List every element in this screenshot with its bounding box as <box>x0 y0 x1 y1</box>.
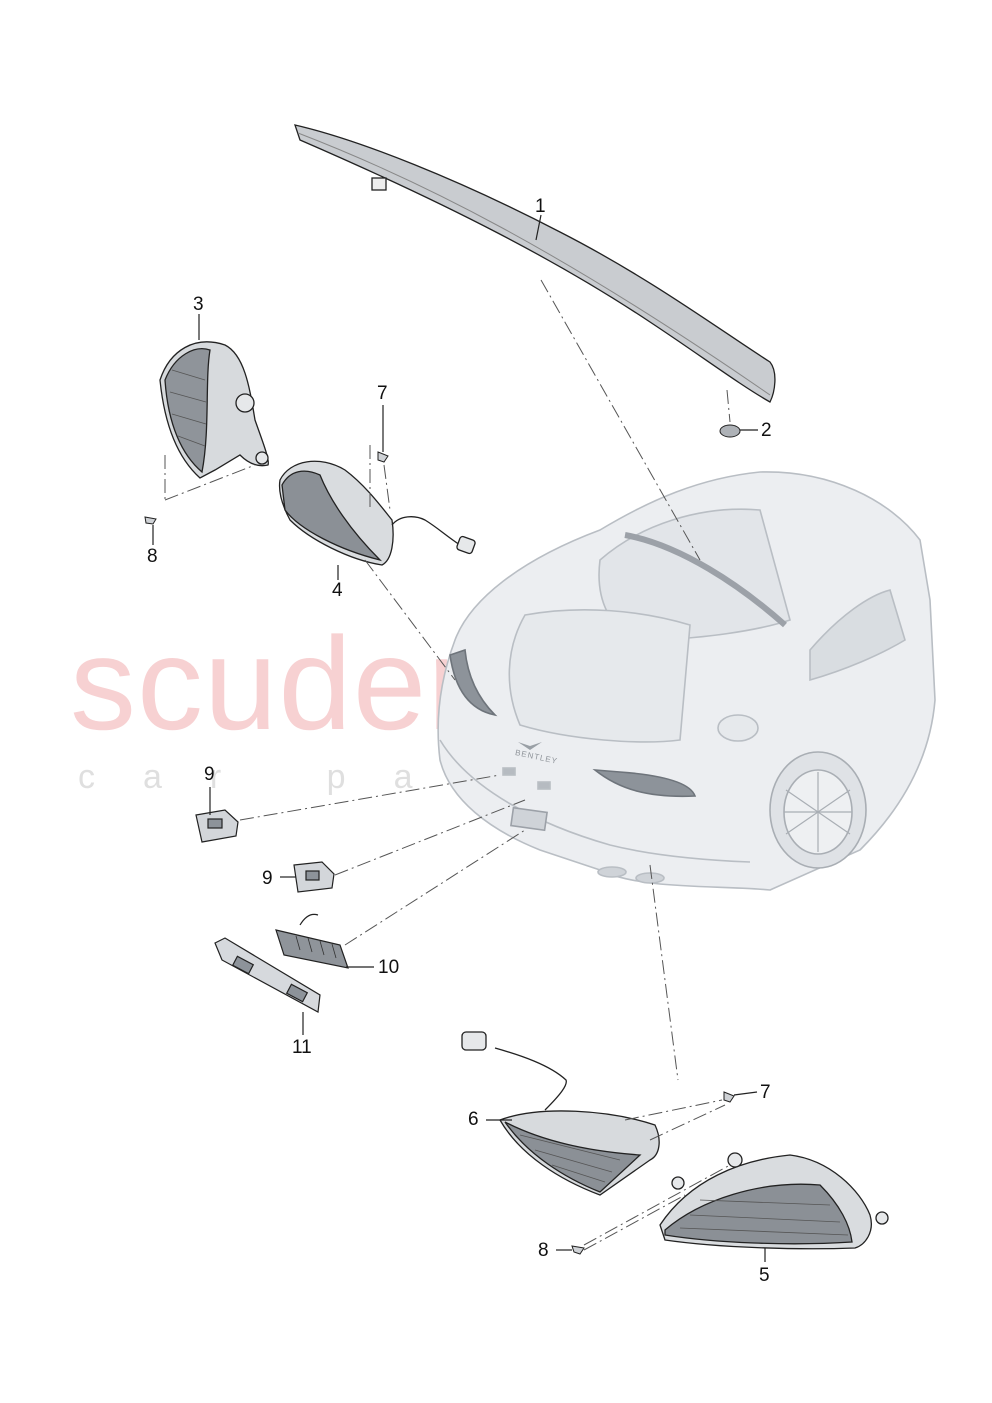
screw-7-top <box>377 451 389 463</box>
callout-2[interactable]: 2 <box>761 420 772 441</box>
part-2-clip <box>719 424 741 438</box>
screw-7-bottom <box>723 1091 735 1103</box>
callout-1[interactable]: 1 <box>535 196 546 217</box>
callout-3[interactable]: 3 <box>193 294 204 315</box>
part-4-tail-light-left-inner <box>278 460 476 566</box>
screw-8-top <box>144 516 157 525</box>
callout-9-top[interactable]: 9 <box>204 764 215 785</box>
part-5-tail-light-right-outer <box>659 1152 889 1250</box>
alignment-lines <box>164 279 731 1251</box>
part-6-tail-light-right-inner <box>461 1031 660 1196</box>
callout-9-bottom[interactable]: 9 <box>262 868 273 889</box>
part-9-license-light-b <box>293 861 335 893</box>
car-body <box>437 471 936 891</box>
callout-10[interactable]: 10 <box>378 957 400 978</box>
callout-11[interactable]: 11 <box>292 1037 312 1058</box>
bentley-wings-icon <box>518 742 542 750</box>
callout-7-top[interactable]: 7 <box>377 383 388 404</box>
part-11-plate-trim <box>214 937 321 1013</box>
screw-8-bottom <box>571 1245 585 1255</box>
part-3-tail-light-left-outer <box>159 341 269 479</box>
callout-7-bottom[interactable]: 7 <box>760 1082 771 1103</box>
part-10-trunk-switch <box>275 913 349 969</box>
callout-8-bottom[interactable]: 8 <box>538 1240 549 1261</box>
callout-4[interactable]: 4 <box>332 580 343 601</box>
callout-6[interactable]: 6 <box>468 1109 479 1130</box>
part-9-license-light-a <box>195 809 239 843</box>
callout-8-top[interactable]: 8 <box>147 546 158 567</box>
callout-5[interactable]: 5 <box>759 1265 770 1286</box>
leader-lines <box>152 214 766 1262</box>
part-1-rear-spoiler <box>294 124 776 403</box>
